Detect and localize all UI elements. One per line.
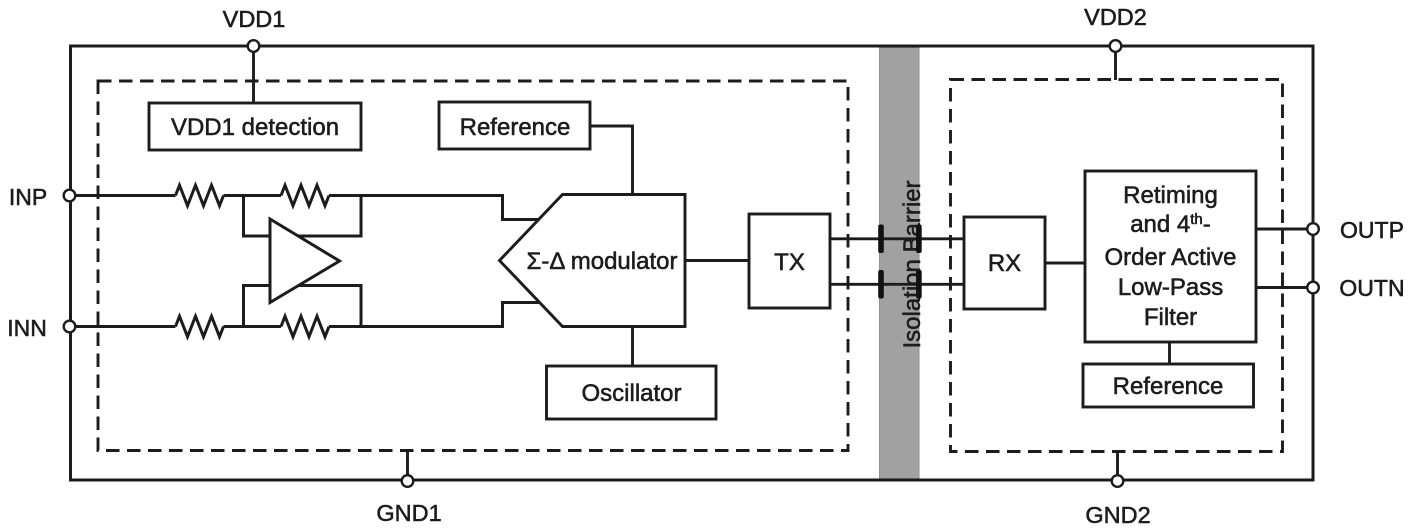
svg-text:Filter: Filter: [1144, 304, 1197, 331]
svg-text:GND1: GND1: [376, 500, 441, 526]
svg-text:OUTN: OUTN: [1339, 275, 1404, 301]
svg-text:Oscillator: Oscillator: [581, 380, 681, 407]
svg-text:Order Active: Order Active: [1104, 244, 1236, 271]
svg-text:RX: RX: [988, 250, 1021, 277]
svg-text:GND2: GND2: [1085, 502, 1150, 528]
svg-text:INP: INP: [9, 184, 47, 210]
svg-text:OUTP: OUTP: [1340, 217, 1404, 243]
svg-text:VDD1 detection: VDD1 detection: [171, 114, 339, 141]
svg-text:Σ-Δ modulator: Σ-Δ modulator: [527, 248, 678, 275]
svg-text:INN: INN: [7, 315, 47, 341]
svg-text:TX: TX: [774, 249, 805, 276]
svg-text:Retiming: Retiming: [1123, 182, 1218, 209]
svg-text:Isolation Barrier: Isolation Barrier: [899, 180, 926, 348]
svg-text:Low-Pass: Low-Pass: [1118, 274, 1223, 301]
svg-text:Reference: Reference: [460, 114, 571, 141]
svg-text:Reference: Reference: [1113, 373, 1224, 400]
svg-text:VDD2: VDD2: [1084, 4, 1147, 30]
svg-text:VDD1: VDD1: [223, 6, 286, 32]
